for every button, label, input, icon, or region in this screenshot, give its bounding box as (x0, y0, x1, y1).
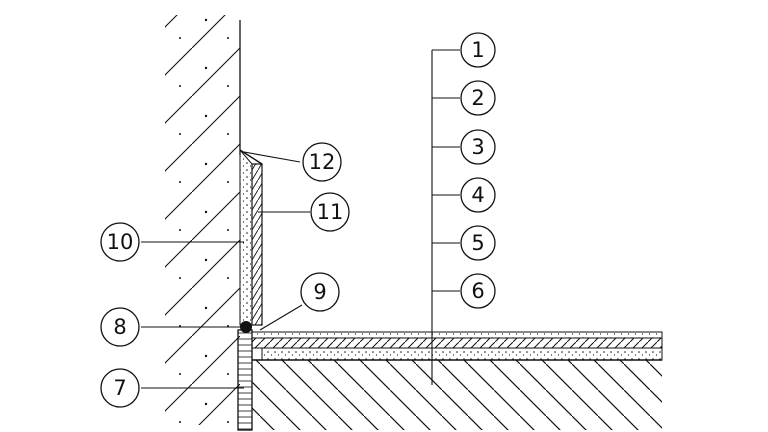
callout-6: 6 (460, 273, 496, 309)
callout-6-label: 6 (471, 279, 484, 303)
callout-3: 3 (460, 129, 496, 165)
callout-4-label: 4 (471, 183, 484, 207)
callout-1-label: 1 (471, 38, 484, 62)
callout-4: 4 (460, 177, 496, 213)
floor-layer-leaders (431, 49, 460, 385)
callout-8: 8 (100, 307, 140, 347)
callout-2: 2 (460, 80, 496, 116)
ground-fill (252, 359, 662, 430)
callout-11-label: 11 (317, 200, 344, 224)
callout-10-label: 10 (107, 230, 134, 254)
callout-5-label: 5 (471, 231, 484, 255)
callout-12: 12 (302, 142, 342, 182)
callout-5: 5 (460, 225, 496, 261)
callout-7: 7 (100, 368, 140, 408)
callout-1: 1 (460, 32, 496, 68)
callout-9-label: 9 (313, 280, 326, 304)
floor-layers (251, 331, 663, 361)
callout-3-label: 3 (471, 135, 484, 159)
callout-9: 9 (300, 272, 340, 312)
callout-8-label: 8 (113, 315, 126, 339)
callout-11: 11 (310, 192, 350, 232)
callout-2-label: 2 (471, 86, 484, 110)
wall-mass (165, 15, 241, 425)
foundation-wall (237, 329, 253, 431)
vertical-waterproof-layers (239, 148, 263, 326)
callout-7-label: 7 (113, 376, 126, 400)
wall-layer-leaders (141, 151, 310, 389)
callout-10: 10 (100, 222, 140, 262)
callout-12-label: 12 (309, 150, 336, 174)
